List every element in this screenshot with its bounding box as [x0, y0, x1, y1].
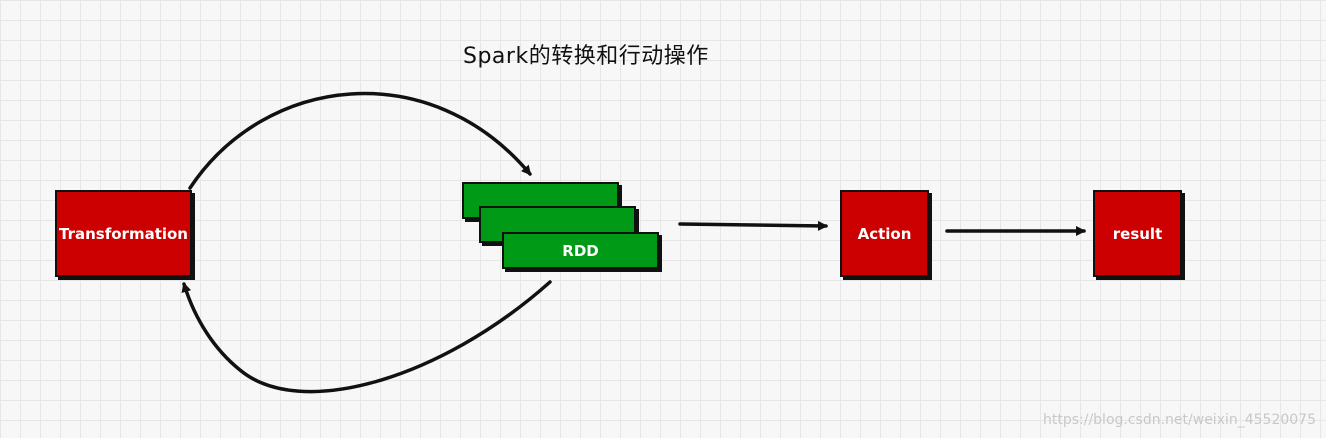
- action-node: Action: [840, 190, 929, 277]
- transformation-label: Transformation: [59, 224, 188, 243]
- watermark: https://blog.csdn.net/weixin_45520075: [1042, 412, 1316, 428]
- rdd-label: RDD: [562, 241, 599, 260]
- action-label: Action: [857, 224, 912, 243]
- transformation-node: Transformation: [55, 190, 192, 277]
- arrow-transformation-to-rdd: [188, 91, 532, 190]
- arrow-rdd-to-transformation: [181, 280, 552, 394]
- result-label: result: [1112, 224, 1163, 243]
- arrow-rdd-to-action: [678, 220, 828, 231]
- result-node: result: [1093, 190, 1182, 277]
- diagram-title: Spark的转换和行动操作: [463, 44, 709, 69]
- rdd-node: RDD: [502, 232, 659, 269]
